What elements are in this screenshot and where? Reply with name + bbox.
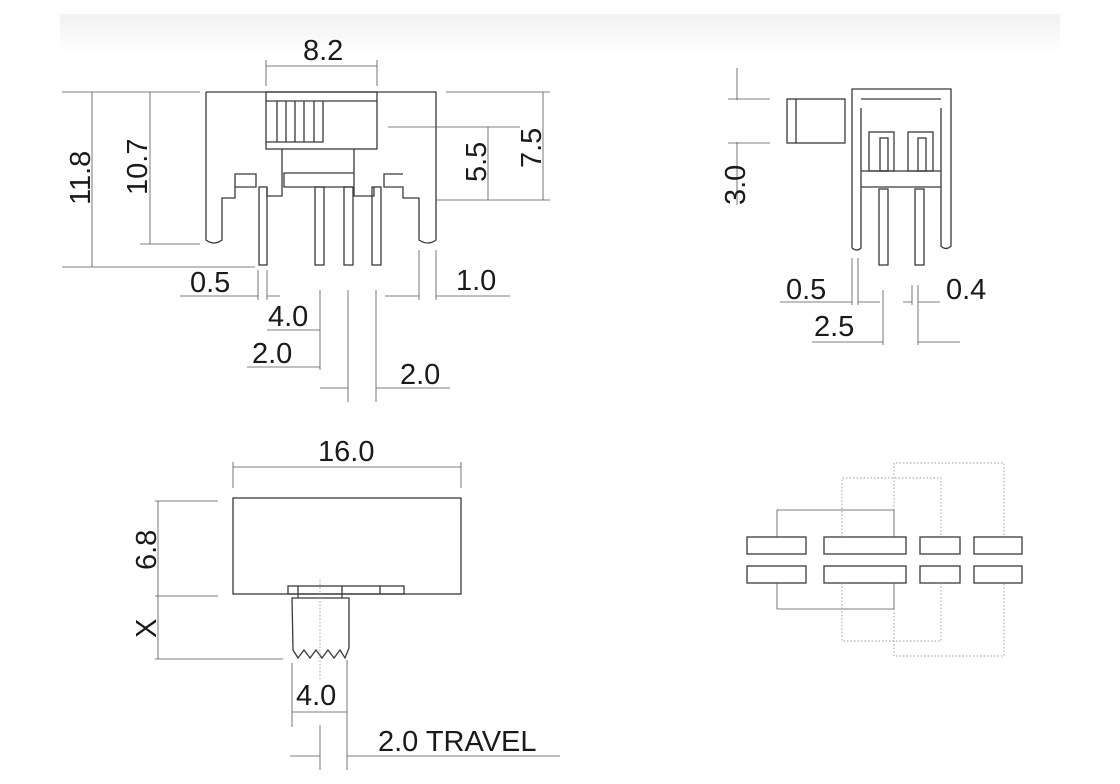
dim-height-right: 7.5: [516, 128, 548, 168]
pad: [823, 536, 907, 555]
dim-pin-row-pitch: 2.5: [814, 311, 854, 343]
pad: [919, 536, 961, 555]
front-view: 8.2 11.8 10.7 5.5 7.5 0.5 1.0 4.0 2.0 2.…: [62, 35, 550, 402]
dim-leg-width: 0.5: [190, 267, 230, 299]
pad: [973, 536, 1023, 555]
dim-knob-width: 4.0: [296, 680, 336, 712]
dim-width-top: 8.2: [303, 35, 343, 67]
dim-knob-length: X: [131, 619, 163, 638]
front-body-outline: [205, 91, 437, 244]
pad: [746, 536, 807, 555]
dim-pin-pitch-c: 2.0: [400, 359, 440, 391]
bottom-body: [232, 497, 462, 595]
dim-leg-right: 1.0: [456, 265, 496, 297]
side-frame: [851, 88, 952, 251]
slider-actuator-grip: [266, 101, 324, 143]
dim-knob-height: 3.0: [720, 165, 752, 205]
front-pins: [258, 186, 382, 266]
pad: [973, 565, 1023, 584]
pin: [314, 186, 325, 266]
connection-solid: [776, 509, 895, 610]
pad: [919, 565, 961, 584]
side-view: 3.0 0.5 0.4 2.5: [720, 68, 986, 345]
pin: [258, 186, 268, 266]
pin: [371, 186, 382, 266]
dim-leg-thickness: 0.5: [786, 274, 826, 306]
bottom-knob: [291, 597, 350, 660]
slider-window: [265, 91, 378, 150]
dim-pin-pitch-a: 4.0: [268, 301, 308, 333]
side-pin: [878, 188, 889, 266]
side-knob: [786, 98, 846, 144]
dim-height-slider: 5.5: [461, 142, 493, 182]
pad: [823, 565, 907, 584]
pin: [343, 186, 354, 266]
dim-body-length: 16.0: [318, 436, 374, 468]
dim-height-total: 11.8: [65, 151, 97, 205]
slider-rail: [287, 585, 405, 595]
bottom-view: 16.0 6.8 X 4.0 2.0 TRAVEL: [131, 436, 560, 770]
connection-dotted: [841, 462, 1005, 657]
dim-body-height: 6.8: [131, 530, 163, 570]
header-band: [60, 14, 1060, 54]
pcb-layout: [746, 462, 1023, 657]
dim-travel: 2.0 TRAVEL: [378, 726, 537, 758]
dim-pin-thickness: 0.4: [946, 274, 986, 306]
side-pin: [914, 188, 925, 266]
pad: [746, 565, 807, 584]
dim-pin-pitch-b: 2.0: [252, 338, 292, 370]
dim-height-body: 10.7: [122, 139, 154, 195]
